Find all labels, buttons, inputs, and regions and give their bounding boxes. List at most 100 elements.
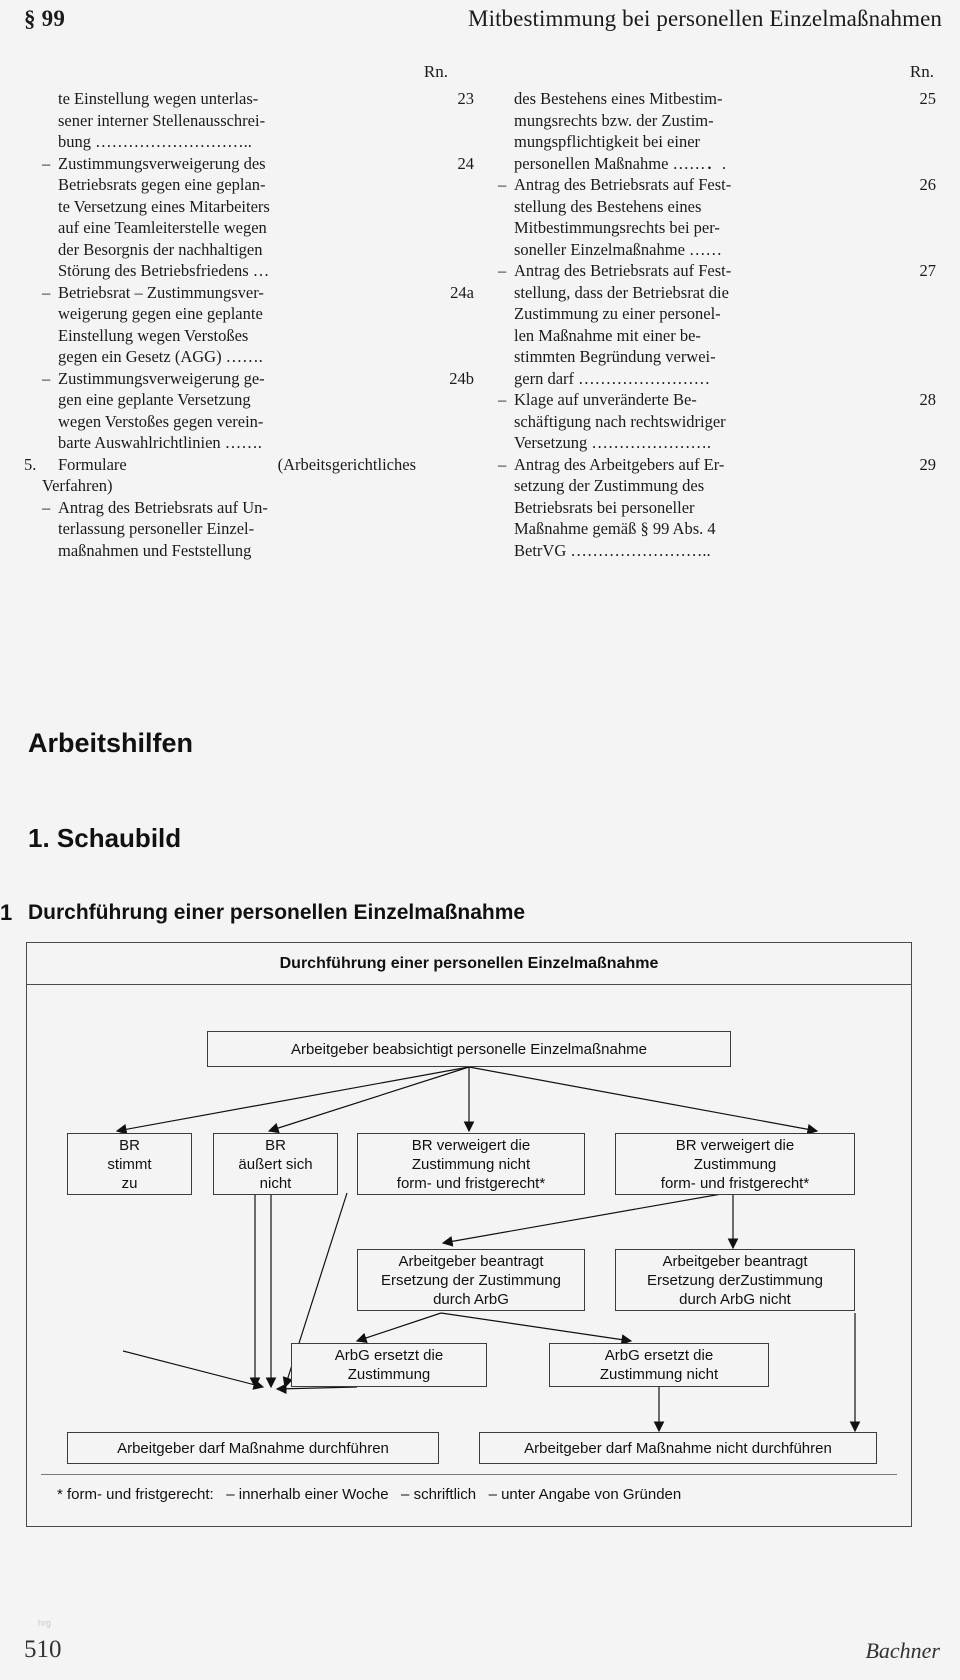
toc-item-number: 5. xyxy=(24,454,37,474)
heading-arbeitshilfen: Arbeitshilfen xyxy=(28,728,194,758)
node-label-line: BR verweigert die xyxy=(675,1136,795,1154)
author-name: Bachner xyxy=(865,1638,940,1663)
flowchart-node-massnahme-nicht-durchfuehren[interactable]: Arbeitgeber darf Maßnahme nicht durchfüh… xyxy=(479,1432,877,1464)
node-label-line: stimmt xyxy=(107,1155,152,1173)
toc-dash: – xyxy=(42,282,51,302)
node-label-line: BR verweigert die xyxy=(411,1136,531,1154)
toc-rn: 23 xyxy=(457,89,475,108)
toc-rn: 28 xyxy=(919,390,937,409)
toc-dash: – xyxy=(42,368,51,388)
toc-entry[interactable]: – Zustimmungsverweigerung des Betriebsra… xyxy=(24,153,480,282)
toc-entry[interactable]: – Klage auf unveränderte Be- schäftigung… xyxy=(480,389,936,454)
toc-line: mungsrechts bzw. der Zustim- xyxy=(514,110,714,130)
flowchart-node-ag-beantragt-ersetzung[interactable]: Arbeitgeber beantragt Ersetzung der Zust… xyxy=(357,1249,585,1311)
toc-line: Antrag des Betriebsrats auf Un- xyxy=(58,497,268,517)
flowchart-node-arbg-ersetzt-zustimmung[interactable]: ArbG ersetzt die Zustimmung xyxy=(291,1343,487,1387)
toc-rn: 26 xyxy=(919,175,937,194)
toc-line: Klage auf unveränderte Be- xyxy=(514,390,697,409)
toc-line: schäftigung nach rechtswidriger xyxy=(514,411,726,431)
toc-line: personellen Maßnahme ……．. xyxy=(514,153,727,173)
toc-rn: 24a xyxy=(450,282,474,302)
node-label-line: Zustimmung xyxy=(693,1155,777,1173)
node-label-line: BR xyxy=(265,1136,286,1154)
toc-entry[interactable]: – Antrag des Arbeitgebers auf Er- setzun… xyxy=(480,454,936,562)
node-label-line: durch ArbG xyxy=(433,1290,509,1308)
toc-line: BetrVG …………………….. xyxy=(514,540,711,560)
running-head: § 99 Mitbestimmung bei personellen Einze… xyxy=(24,6,942,40)
toc-line: sener interner Stellenausschrei- xyxy=(58,110,266,130)
toc-line: gen eine geplante Versetzung xyxy=(58,390,251,409)
toc-dash: – xyxy=(498,175,507,194)
marginal-tag: hrg xyxy=(38,1618,52,1628)
toc-entry[interactable]: 5. Formulare (Arbeitsgerichtliches Verfa… xyxy=(24,454,480,497)
toc-rn: 24b xyxy=(449,368,474,388)
node-label-line: äußert sich xyxy=(238,1155,313,1173)
toc-line: terlassung personeller Einzel- xyxy=(58,519,255,538)
toc-dash: – xyxy=(498,390,507,409)
toc-line: Antrag des Arbeitgebers auf Er- xyxy=(514,454,725,474)
node-label-line: form- und fristgerecht* xyxy=(396,1174,546,1192)
toc-line: Störung des Betriebsfriedens … xyxy=(58,261,270,280)
node-label-line: ArbG ersetzt die xyxy=(334,1347,444,1364)
toc-line: der Besorgnis der nachhaltigen xyxy=(58,239,263,259)
toc-line: mungspflichtigkeit bei einer xyxy=(514,132,701,151)
toc-dash: – xyxy=(42,153,51,173)
toc-rn: 27 xyxy=(919,261,937,280)
node-label-line: ArbG ersetzt die xyxy=(604,1347,714,1364)
node-label: Arbeitgeber beabsichtigt personelle Einz… xyxy=(290,1040,648,1058)
flowchart-node-root[interactable]: Arbeitgeber beabsichtigt personelle Einz… xyxy=(207,1031,731,1067)
toc-line: len Maßnahme mit einer be- xyxy=(514,325,701,345)
flowchart-node-arbg-ersetzt-zustimmung-nicht[interactable]: ArbG ersetzt die Zustimmung nicht xyxy=(549,1343,769,1387)
toc-line: weigerung gegen eine geplante xyxy=(58,304,263,323)
flowchart-node-br-aeussert-sich-nicht[interactable]: BR äußert sich nicht xyxy=(213,1133,338,1195)
toc-dash: – xyxy=(498,454,507,474)
toc-line: bung ……………………….. xyxy=(58,132,252,151)
toc-line: gegen ein Gesetz (AGG) ……. xyxy=(58,347,263,366)
toc-line: te Versetzung eines Mitarbeiters xyxy=(58,196,270,216)
toc-line: Antrag des Betriebsrats auf Fest- xyxy=(514,261,732,280)
toc-line: soneller Einzelmaßnahme …… xyxy=(514,239,723,259)
toc-entry[interactable]: – Betriebsrat – Zustimmungsver- weigerun… xyxy=(24,282,480,368)
flowchart-node-ag-beantragt-ersetzung-nicht[interactable]: Arbeitgeber beantragt Ersetzung derZusti… xyxy=(615,1249,855,1311)
footnote-rule xyxy=(41,1474,897,1475)
toc-entry[interactable]: – Antrag des Betriebsrats auf Un- terlas… xyxy=(24,497,480,562)
running-title: Mitbestimmung bei personellen Einzelmaßn… xyxy=(468,6,942,31)
node-label-line: durch ArbG nicht xyxy=(679,1290,791,1308)
section-number: § 99 xyxy=(24,6,66,31)
toc-entry[interactable]: te Einstellung wegen unterlas- sener int… xyxy=(24,88,480,153)
figure-marginal-number: 1 xyxy=(0,900,13,925)
toc-line: barte Auswahlrichtlinien ……. xyxy=(58,433,262,452)
toc-line: gern darf …………………… xyxy=(514,368,711,388)
toc-entry[interactable]: – Zustimmungsverweigerung ge- gen eine g… xyxy=(24,368,480,454)
figure-title: Durchführung einer personellen Einzelmaß… xyxy=(28,901,526,924)
toc-line: Zustimmung zu einer personel- xyxy=(514,304,721,323)
toc-entry[interactable]: – Antrag des Betriebsrats auf Fest- stel… xyxy=(480,174,936,260)
node-label-line: Zustimmung nicht xyxy=(599,1366,719,1383)
toc-line: Versetzung …………………. xyxy=(514,433,712,452)
flowchart-node-massnahme-durchfuehren[interactable]: Arbeitgeber darf Maßnahme durchführen xyxy=(67,1432,439,1464)
flowchart-node-br-verweigert-formgerecht[interactable]: BR verweigert die Zustimmung form- und f… xyxy=(615,1133,855,1195)
toc-line: Maßnahme gemäß § 99 Abs. 4 xyxy=(514,519,716,538)
toc-entry[interactable]: des Bestehens eines Mitbestim- mungsrech… xyxy=(480,88,936,174)
node-label-line: BR xyxy=(119,1136,140,1154)
node-label-line: Arbeitgeber beantragt xyxy=(398,1252,544,1270)
toc-line: maßnahmen und Feststellung xyxy=(58,540,252,560)
flowchart-node-br-verweigert-nicht-formgerecht[interactable]: BR verweigert die Zustimmung nicht form-… xyxy=(357,1133,585,1195)
toc-line: Zustimmungsverweigerung des xyxy=(58,153,266,173)
flowchart-node-br-stimmt-zu[interactable]: BR stimmt zu xyxy=(67,1133,192,1195)
toc-line: setzung der Zustimmung des xyxy=(514,476,705,495)
toc-dash: – xyxy=(42,497,51,517)
node-label-line: form- und fristgerecht* xyxy=(660,1174,810,1192)
node-label-line: Zustimmung nicht xyxy=(411,1155,531,1173)
rn-header-right: Rn. xyxy=(909,62,934,81)
toc-line: Betriebsrat – Zustimmungsver- xyxy=(58,282,264,302)
page-number: 510 xyxy=(24,1636,62,1663)
toc-line: Verfahren) xyxy=(42,476,113,495)
toc-rn: 29 xyxy=(919,454,937,474)
node-label: Arbeitgeber darf Maßnahme nicht durchfüh… xyxy=(524,1439,832,1457)
toc-entry[interactable]: – Antrag des Betriebsrats auf Fest- stel… xyxy=(480,260,936,389)
toc-line: stellung des Bestehens eines xyxy=(514,196,702,216)
flowchart-band-title: Durchführung einer personellen Einzelmaß… xyxy=(27,943,911,985)
toc-dash: – xyxy=(498,261,507,280)
